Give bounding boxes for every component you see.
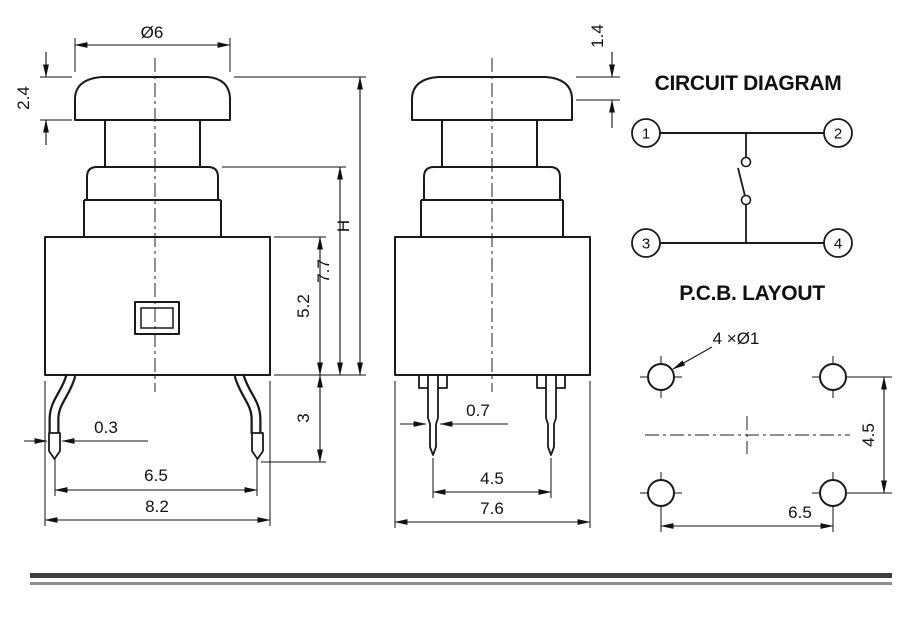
pcb-hole-bottom-right [812, 472, 854, 514]
dim-label-pcb-row-pitch: 4.5 [859, 423, 878, 447]
dim-cap-diameter: Ø6 [74, 23, 231, 72]
front-body [44, 236, 271, 376]
side-pin-column-left [418, 374, 448, 456]
dim-label-pin-length: 3 [294, 413, 313, 422]
dim-side-body-width: 7.6 [394, 381, 591, 528]
pcb-center-lines [645, 416, 850, 454]
terminal-3-label: 3 [642, 236, 650, 253]
divider-rule-dark [30, 573, 892, 578]
dim-label-side-body-width: 7.6 [480, 499, 504, 518]
dim-side-pin-width: 0.7 [400, 401, 508, 427]
pcb-hole-note-label: 4 ×Ø1 [713, 329, 760, 348]
divider-rule-light [30, 582, 892, 585]
pcb-hole-bottom-left [640, 472, 682, 514]
side-plunger [441, 120, 538, 167]
side-view: 1.4 0.7 4.5 7.6 [394, 24, 620, 528]
terminal-2: 2 [823, 118, 853, 148]
side-cap [411, 76, 573, 121]
pcb-hole-top-right [812, 356, 854, 398]
front-view: Ø6 2.4 H 7.7 5.2 [14, 23, 366, 526]
dim-body-height: 5.2 [274, 236, 326, 376]
front-plunger [104, 120, 201, 167]
dim-label-front-pin-pitch: 6.5 [144, 466, 168, 485]
dim-label-upper-height: 7.7 [314, 259, 333, 283]
dim-total-height: H [234, 76, 366, 376]
footer-divider [30, 573, 892, 585]
dim-label-front-body-width: 8.2 [145, 497, 169, 516]
terminal-4: 4 [823, 228, 853, 258]
front-cap [74, 76, 231, 121]
dim-pin-length: 3 [261, 374, 326, 463]
front-upper-housing [83, 199, 222, 237]
switch-symbol [737, 133, 752, 243]
dim-label-cap-height: 2.4 [14, 86, 33, 110]
dim-label-total-height: H [334, 220, 353, 232]
dim-front-pin-pitch: 6.5 [54, 459, 258, 496]
dim-label-pcb-col-pitch: 6.5 [788, 503, 812, 522]
terminal-2-label: 2 [834, 126, 842, 143]
terminal-1: 1 [631, 118, 661, 148]
side-pin-column-right [536, 374, 566, 456]
dim-label-cap-diameter: Ø6 [141, 23, 164, 42]
terminal-1-label: 1 [642, 126, 650, 143]
pcb-layout-title: P.C.B. LAYOUT [679, 282, 825, 305]
circuit-diagram: CIRCUIT DIAGRAM 1 2 3 4 [631, 72, 853, 258]
pcb-hole-note: 4 ×Ø1 [672, 329, 760, 370]
terminal-3: 3 [631, 228, 661, 258]
dim-label-body-height: 5.2 [294, 294, 313, 318]
circuit-diagram-title: CIRCUIT DIAGRAM [655, 72, 842, 95]
dim-pcb-col-pitch: 6.5 [660, 503, 834, 532]
dim-cap-height: 2.4 [14, 52, 72, 145]
dim-label-front-pin-width: 0.3 [94, 418, 118, 437]
dim-front-body-width: 8.2 [44, 381, 271, 526]
dim-upper-height: 7.7 [222, 166, 346, 376]
front-left-leg [48, 373, 77, 460]
front-right-leg [233, 373, 264, 460]
dim-top-travel: 1.4 [576, 24, 620, 128]
dim-pcb-row-pitch: 4.5 [848, 376, 892, 494]
dim-front-pin-width: 0.3 [24, 418, 148, 444]
pcb-layout: P.C.B. LAYOUT 4 [640, 282, 892, 532]
indicator-window [134, 301, 180, 335]
pcb-hole-top-left [640, 356, 682, 398]
terminal-4-label: 4 [834, 236, 842, 253]
side-body [394, 236, 591, 376]
dim-label-side-pin-width: 0.7 [466, 401, 490, 420]
side-upper-housing [420, 199, 564, 237]
front-bushing [86, 166, 219, 200]
dim-label-top-travel: 1.4 [588, 24, 607, 48]
dim-label-side-pin-pitch: 4.5 [480, 469, 504, 488]
dim-side-pin-pitch: 4.5 [432, 458, 552, 498]
